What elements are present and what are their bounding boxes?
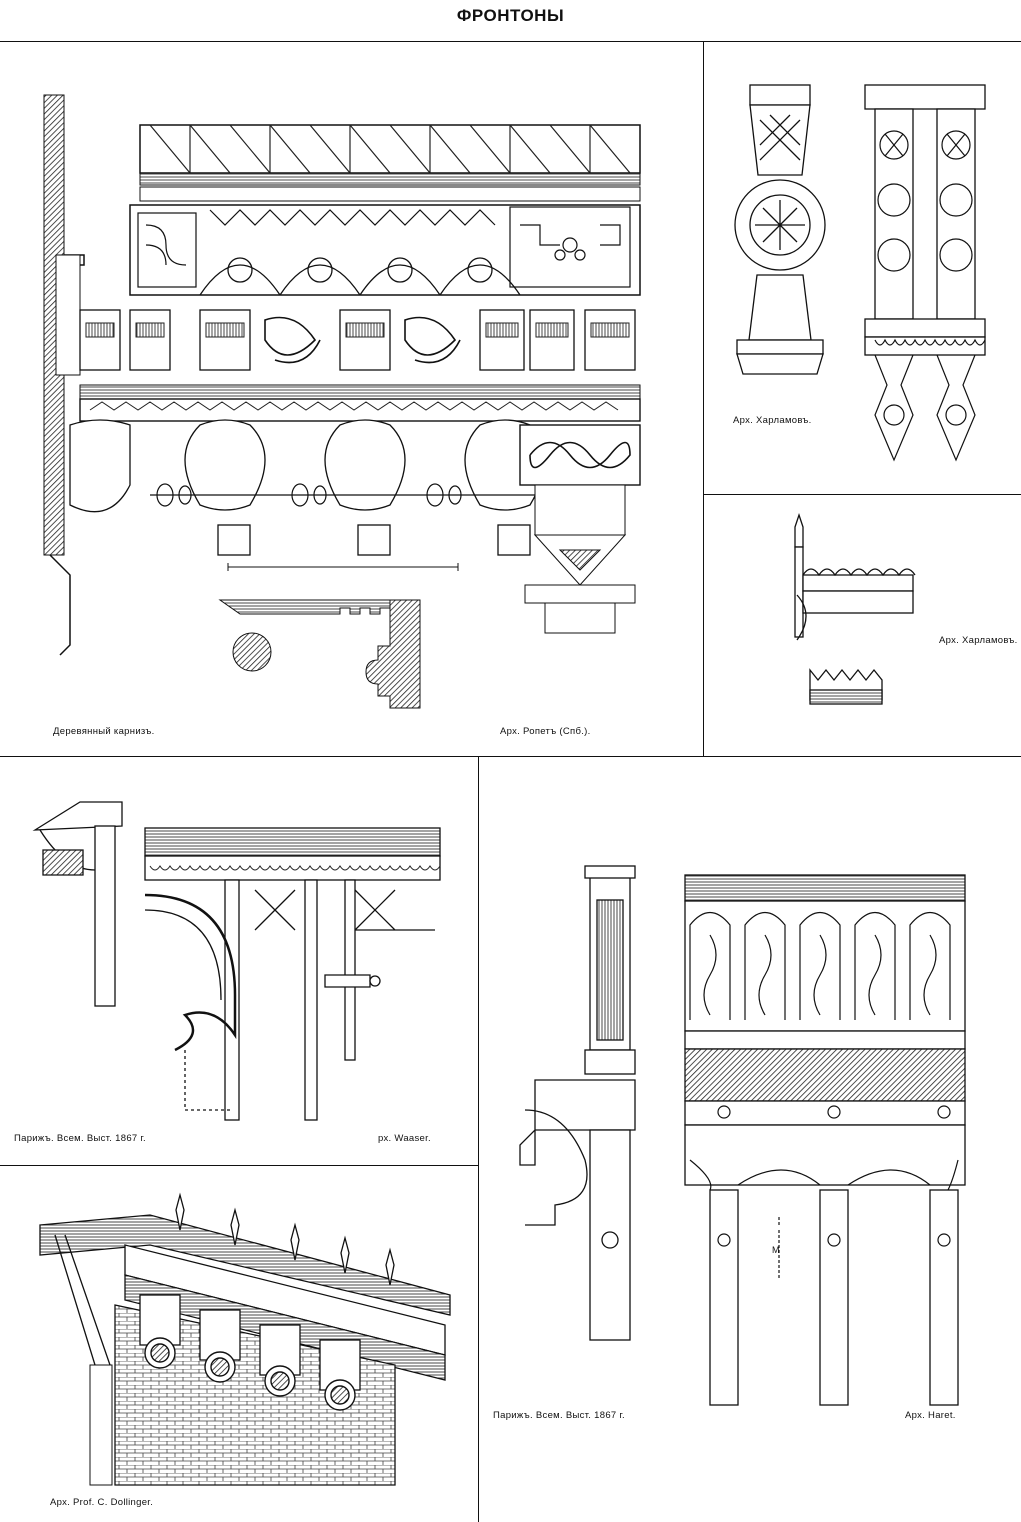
- top-rule: [0, 41, 1021, 42]
- caption-ropet: Арх. Ропетъ (Спб.).: [500, 726, 591, 737]
- lower-left-rule: [0, 1165, 478, 1166]
- caption-kharlamov-2: Арх. Харламовъ.: [939, 635, 1018, 646]
- vertical-divider-top: [703, 41, 704, 756]
- right-horizontal-divider: [703, 494, 1021, 495]
- paris-scale-mark: М: [772, 1245, 780, 1255]
- vertical-divider-bottom: [478, 756, 479, 1522]
- haret-arcade-drawing: [519, 865, 966, 1406]
- middle-rule: [0, 756, 1021, 757]
- kharlamov-posts-drawing: [734, 84, 986, 462]
- dollinger-cornice-drawing: [39, 1192, 451, 1486]
- caption-kharlamov-1: Арх. Харламовъ.: [733, 415, 812, 426]
- wooden-cornice-drawing: [43, 94, 641, 709]
- caption-paris-1: Парижъ. Всем. Выст. 1867 г.: [14, 1133, 146, 1144]
- caption-wood-cornice: Деревянный карнизъ.: [53, 726, 155, 737]
- caption-paris-2: Парижъ. Всем. Выст. 1867 г.: [493, 1410, 625, 1421]
- page-title: ФРОНТОНЫ: [456, 6, 565, 25]
- caption-waaser: рх. Waaser.: [378, 1133, 431, 1144]
- caption-dollinger: Арх. Prof. C. Dollinger.: [50, 1497, 154, 1508]
- kharlamov-cresting-drawing: [794, 512, 916, 705]
- paris-exhibition-bracket-drawing: [32, 801, 441, 1121]
- caption-haret: Арх. Haret.: [905, 1410, 956, 1421]
